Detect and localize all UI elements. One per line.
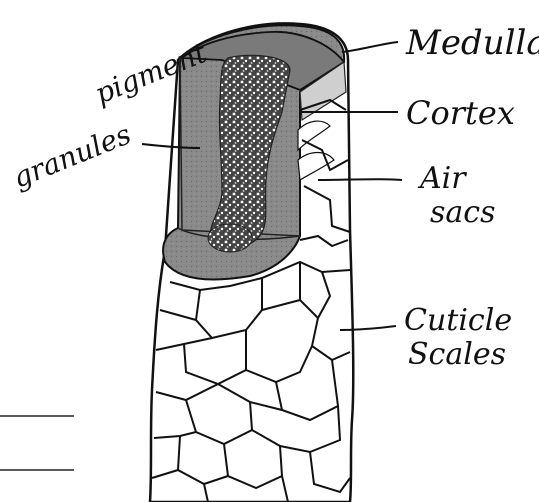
label-cuticle-1: Cuticle bbox=[404, 303, 512, 338]
label-air-sacs-2: sacs bbox=[430, 195, 495, 230]
label-cortex: Cortex bbox=[406, 94, 515, 132]
label-cuticle-2: Scales bbox=[408, 337, 506, 372]
air-sacs-leader bbox=[318, 179, 402, 180]
label-pigment-2: granules bbox=[8, 117, 135, 194]
medulla-leader bbox=[342, 42, 398, 52]
medulla-bottom-section bbox=[208, 224, 252, 252]
label-air-sacs-1: Air bbox=[417, 161, 467, 196]
label-medulla: Medulla bbox=[405, 23, 539, 63]
